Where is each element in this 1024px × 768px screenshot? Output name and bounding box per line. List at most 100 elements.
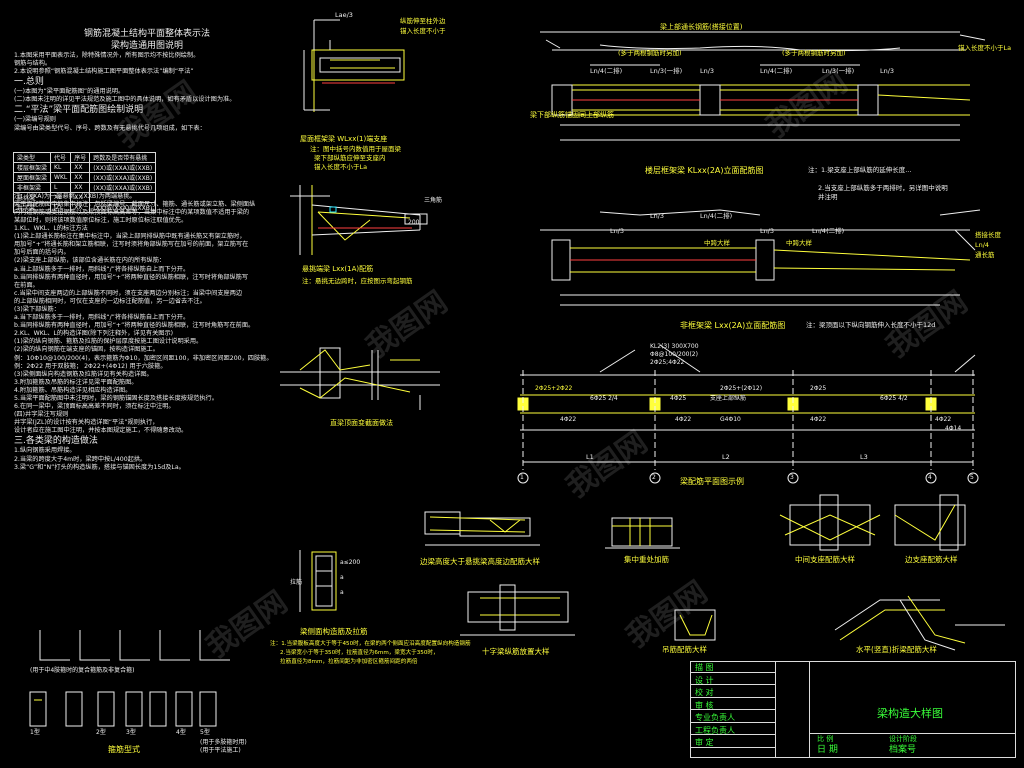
detail-2-title: 集中重处加筋 <box>624 555 669 564</box>
title-block-row: 审 定 <box>691 737 775 748</box>
kl-callout-7: Ln/3(一排) <box>822 67 855 75</box>
detail-concentrated-load <box>605 517 680 549</box>
plan-axis-4: 4 <box>928 474 932 481</box>
l-title: 非框架梁 Lxx(2A)立面配筋图 <box>680 321 786 330</box>
detail-7-title: 水平(竖直)折梁配筋大样 <box>856 645 937 654</box>
l-callout-5: Ln/3 <box>610 227 625 235</box>
kl-top-label: 梁上部通长钢筋(搭接位置) <box>660 23 743 31</box>
notes-intro: 1.本图采用平面表示法，除特殊情况外，所有图示均不按比例绘制。 钢筋与结构。2.… <box>14 52 280 76</box>
stirrup-title: 箍筋型式 <box>108 745 140 754</box>
notes-line: b.当同排纵筋有两种直径时，用加号“+”将两种直径的纵筋相联，注写时角筋写在前面… <box>14 322 255 330</box>
kl-callout-8: Ln/3 <box>880 67 895 75</box>
section-label-1: a≤200 <box>340 559 361 566</box>
notes-line: 1.本图采用平面表示法，除特殊情况外，所有图示均不按比例绘制。 <box>14 52 200 59</box>
detail-4-title: 边支座配筋大样 <box>905 555 958 564</box>
detail-1-title: 边梁高度大于悬挑梁高度边配筋大样 <box>420 557 540 566</box>
section-note-2: 2.当梁宽小于等于350时，拉筋直径为6mm，梁宽大于350时， <box>280 650 439 656</box>
notes-line: (一)本图为“梁平面配筋图”的通用说明。 <box>14 88 125 96</box>
notes-line: (2)梁支座上部纵筋，该部位含通长筋在内的所有纵筋： <box>14 257 166 265</box>
plan-label-4: 2Φ25+2Φ22 <box>535 385 573 392</box>
detail-hanger <box>674 609 716 641</box>
plan-label-6: 4Φ22 <box>560 416 577 423</box>
l-right-1: 搭接长度 <box>975 231 1001 239</box>
plan-label-2: Φ8@100/200(2) <box>650 351 698 358</box>
section-label-4: 拉筋 <box>290 579 303 586</box>
plan-label-3: 2Φ25;4Φ22 <box>650 359 685 366</box>
beam-cross-section <box>299 550 337 612</box>
stirrup-types <box>29 691 217 727</box>
drawing-title: 梁构造大样图 <box>877 707 943 720</box>
beam-joint-detail <box>280 347 440 410</box>
stirrup-note-2: (用于中4肢箍时的复合箍筋及非复合箍) <box>30 667 135 674</box>
table-cell: XX <box>70 202 91 213</box>
notes-line: 加号后面的括号内。 <box>14 249 70 257</box>
detail-6-title: 吊筋配筋大样 <box>662 645 707 654</box>
plan-label-15: 4Φ22 <box>935 416 952 423</box>
notes-line: 3.梁“G”和“N”打头的构造纵筋，搭接与锚固长度为15d及La。 <box>14 463 185 471</box>
roof-beam-title: 屋面框架梁 WLxx(1)端支座 <box>300 135 388 143</box>
stirrup-5: 5型 <box>200 729 210 736</box>
kl-note-2b: 并注明 <box>818 193 838 201</box>
cantilever-note: 注：悬挑无边跨时，应按图示弯起钢筋 <box>302 277 413 285</box>
notes-line: 1.纵向钢筋采用焊接。 <box>14 447 76 455</box>
tb-scale: 比 例 <box>817 735 834 743</box>
title-block: 描 图设 计校 对审 核专业负责人工程负责人审 定 梁构造大样图 比 例 日 期… <box>690 661 1016 758</box>
plan-axis-3: 3 <box>790 474 794 481</box>
l-elevation <box>540 209 981 306</box>
notes-line: (四)井字梁注写规则 <box>14 411 69 419</box>
plan-label-11: G4Φ10 <box>720 416 741 423</box>
roof-beam-note-2: 梁下部纵筋应伸至支座内 <box>314 154 386 162</box>
notes-line: 6.在同一梁中，梁顶面标高高差不同时，须在标注中注明。 <box>14 403 175 411</box>
notes-line: (二)本图未注明的详见平法规范及施工图中的具体说明，如有矛盾以设计图为准。 <box>14 96 236 104</box>
detail-cross-beam <box>460 584 575 636</box>
plan-label-5: 6Φ25 2/4 <box>590 395 618 402</box>
notes-line: 2.KL、WKL、L的构造详图(除下列注释外，详见有关图示) <box>14 330 174 338</box>
notes-line: (1)梁的纵向钢筋、箍筋及拉筋的保护层厚度按施工图设计说明采用。 <box>14 338 203 346</box>
stirrup-3: 3型 <box>126 729 136 736</box>
tb-line <box>809 733 1015 734</box>
section-note-3: 拉筋直径为8mm，拉筋间距为非加密区箍筋间距的两倍 <box>280 659 418 665</box>
notes-line: 设计者应在施工图中注明，并按本图规定施工，不得随意改动。 <box>14 427 188 435</box>
l-callout-4: Ln/4(二排) <box>812 227 845 235</box>
title-block-row: 审 核 <box>691 700 775 710</box>
section-title: 梁侧面构造筋及拉筋 <box>300 627 368 636</box>
cantilever-label: 三角筋 <box>424 197 443 204</box>
notes-line: 某部位时，则将该项数值原位标注，施工时原位标注取值优先。 <box>14 216 188 224</box>
roof-beam-note-1: 注：图中括号内数值用于屋面梁 <box>310 145 401 153</box>
tb-archive: 档案号 <box>889 745 917 755</box>
notes-line: c.当梁中间支座两边的上部纵筋不同时，须在支座两边分别标注；当梁中间支座两边 <box>14 289 243 297</box>
notes-line: 例：10Φ10@100/200(4)，表示箍筋为Φ10，加密区间距100，非加密… <box>14 354 273 362</box>
notes-line: 的上部纵筋相同时，可仅在支座的一边标注配筋值，另一边省去不注。 <box>14 297 206 305</box>
top-callout-1: Lae/3 <box>335 11 353 19</box>
kl-callout-5: Ln/3 <box>700 67 715 75</box>
notes-section-3-items: 1.纵向钢筋采用焊接。2.当梁的跨度大于4m时，梁跨中按L/400起拱。3.梁“… <box>14 447 280 471</box>
kl-note-2a: 2.当支座上部纵筋多于两排时，另详图中说明 <box>818 184 948 192</box>
notes-line: (1)梁上部通长筋标注在集中标注中，当梁上部同排纵筋中既有通长筋又有架立筋时， <box>14 233 246 241</box>
kl-title: 楼层框架梁 KLxx(2A)立面配筋图 <box>645 166 764 175</box>
notes-line: (3)梁下部纵筋： <box>14 305 60 313</box>
notes-line: 钢筋与结构。 <box>14 60 52 68</box>
notes-section-1-items: (一)本图为“梁平面配筋图”的通用说明。(二)本图未注明的详见平法规范及施工图中… <box>14 88 280 104</box>
notes-line: 在前面。 <box>14 281 39 289</box>
title-block-row: 工程负责人 <box>691 725 775 735</box>
l-callout-6: 中跨大样 <box>704 239 730 247</box>
kl-elevation <box>540 31 986 141</box>
section-label-2: a <box>340 574 344 581</box>
l-callout-1: Ln/3 <box>650 212 665 220</box>
plan-label-8: 4Φ22 <box>675 416 692 423</box>
stirrup-note: (用于多肢箍时用) <box>200 739 247 746</box>
notes-section-3: 三.各类梁的构造做法 <box>14 436 98 447</box>
notes-line: 井字梁(JZL)的设计按有关构造详图“平法”规则执行， <box>14 419 159 427</box>
plan-axis-2: 2 <box>652 474 656 481</box>
notes-line: a.当上部纵筋多于一排时，用斜线“/”将各排纵筋自上而下分开。 <box>14 265 190 273</box>
plan-label-12: 2Φ25 <box>810 385 827 392</box>
title-block-divider <box>809 662 810 757</box>
cantilever-dim: 200 <box>408 219 420 226</box>
notes-title: 钢筋混凝土结构平面整体表示法 <box>83 29 210 39</box>
notes-line: 2.当梁的跨度大于4m时，梁跨中按L/400起拱。 <box>14 455 147 463</box>
l-callout-3: Ln/3 <box>760 227 775 235</box>
kl-callout-3: Ln/4(二排) <box>590 67 623 75</box>
